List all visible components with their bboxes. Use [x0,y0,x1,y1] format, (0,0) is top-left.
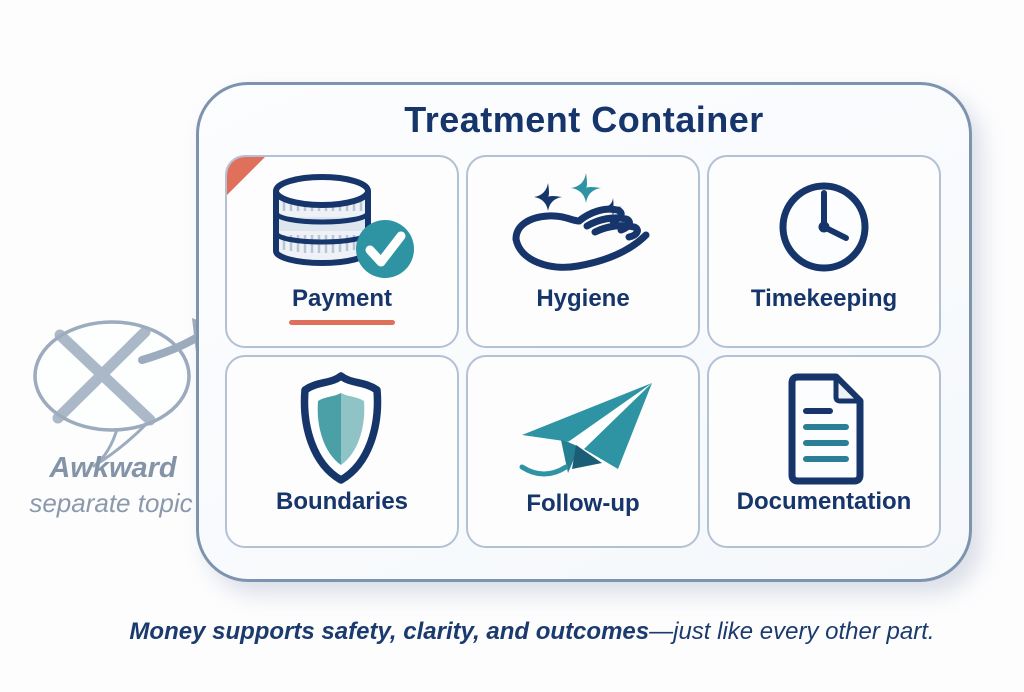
clock-icon [779,182,869,271]
annotation-line1: Awkward [49,452,177,484]
cell-label-boundaries: Boundaries [275,488,409,515]
document-icon [788,373,864,485]
caption-bold-segment: Money supports safety, clarity, and outc… [129,618,650,645]
cell-timekeeping: Timekeeping [707,155,941,348]
cell-label-payment: Payment [291,285,393,312]
highlight-corner-triangle [227,157,267,197]
cell-label-timekeeping: Timekeeping [750,285,898,312]
cell-boundaries: Boundaries [225,355,459,548]
cell-label-followup: Follow-up [526,490,640,517]
speech-bubble [22,312,222,477]
paper-plane-icon [519,383,652,477]
cell-label-documentation: Documentation [736,488,912,515]
shield-icon [300,372,382,484]
annotation-line2: separate topic [29,488,193,518]
treatment-container: Treatment Container [196,82,972,582]
caption: Money supports safety, clarity, and outc… [0,618,1024,646]
x-mark-speech-bubble-icon [33,320,191,468]
cell-followup: Follow-up [466,355,700,548]
cell-payment: Payment [225,155,459,348]
treatment-grid: Payment [225,155,941,548]
coins-check-icon [273,173,414,278]
hand-sparkles-icon [512,172,650,271]
x-mark-icon [52,326,156,426]
cell-documentation: Documentation [707,355,941,548]
container-title: Treatment Container [404,99,764,140]
caption-rest-segment: —just like every other part. [649,618,935,645]
cell-hygiene: Hygiene [466,155,700,348]
cell-label-hygiene: Hygiene [536,285,630,312]
payment-underline [289,320,395,325]
